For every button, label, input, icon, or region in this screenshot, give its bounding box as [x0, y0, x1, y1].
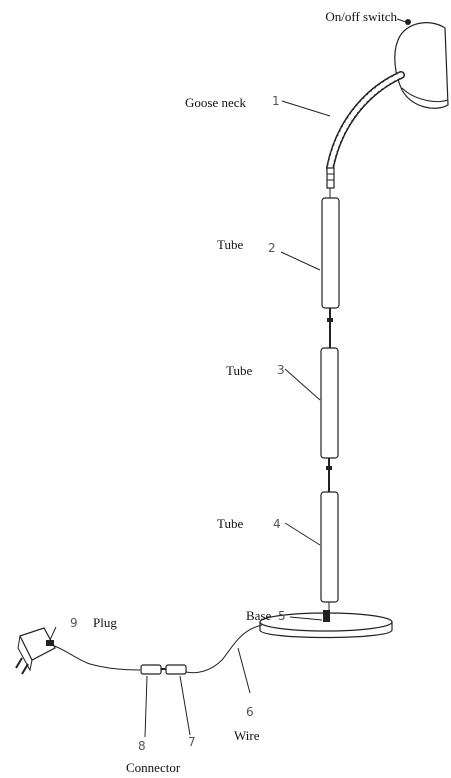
- lamp-head: [394, 19, 449, 109]
- number-3: 3: [277, 363, 285, 377]
- number-7: 7: [188, 735, 196, 749]
- label-plug: Plug: [93, 615, 117, 630]
- label-wire: Wire: [234, 728, 260, 743]
- label-base: Base: [246, 608, 272, 623]
- connector: [140, 664, 187, 675]
- number-2: 2: [268, 241, 276, 255]
- tube-2: [321, 188, 340, 348]
- number-1: 1: [272, 94, 280, 108]
- number-9: 9: [70, 616, 78, 630]
- label-on-off-switch: On/off switch: [325, 9, 397, 24]
- label-tube-3: Tube: [226, 363, 252, 378]
- tube-3: [320, 347, 339, 492]
- number-8: 8: [138, 739, 146, 753]
- label-tube-2: Tube: [217, 237, 243, 252]
- goose-neck: [326, 71, 405, 189]
- label-tube-4: Tube: [217, 516, 243, 531]
- plug: [15, 627, 56, 675]
- switch-knob: [405, 19, 411, 25]
- label-connector: Connector: [126, 760, 181, 775]
- number-5: 5: [278, 609, 286, 623]
- wire: [51, 624, 263, 675]
- tube-4: [320, 491, 339, 630]
- label-goose-neck: Goose neck: [185, 95, 247, 110]
- number-4: 4: [273, 517, 281, 531]
- number-6: 6: [246, 705, 254, 719]
- leader-lines: [48, 18, 407, 738]
